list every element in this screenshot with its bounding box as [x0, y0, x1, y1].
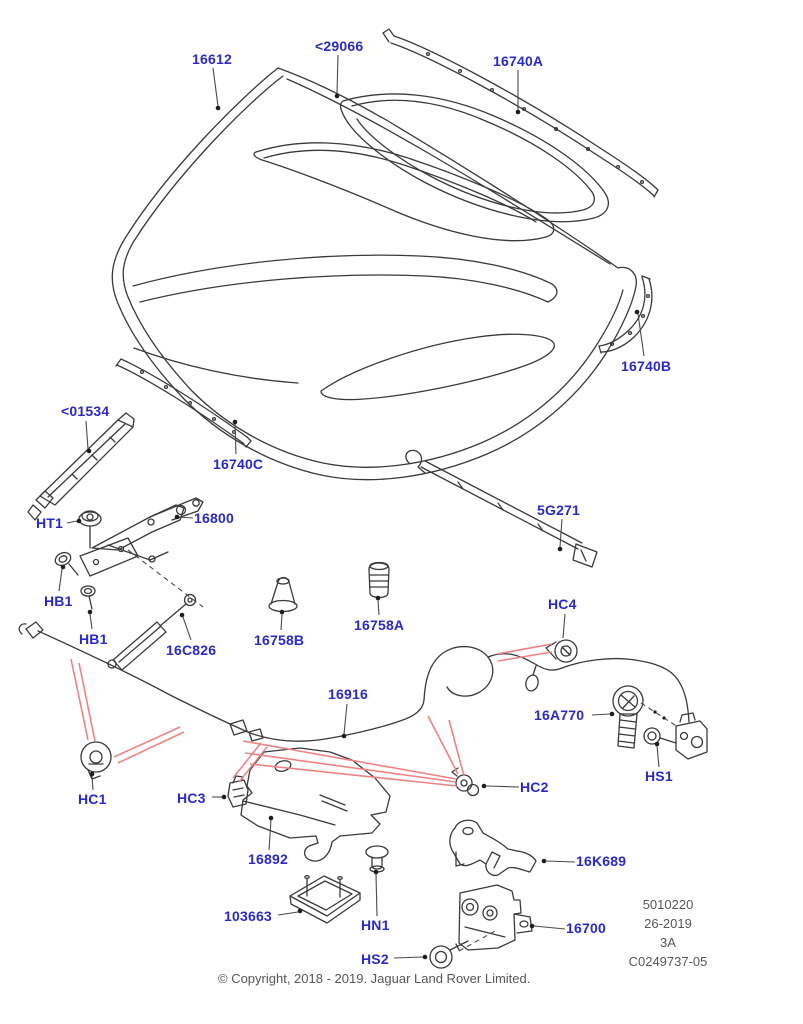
leader-end-dots	[60, 93, 666, 960]
part-label-hb1-lower[interactable]: HB1	[79, 631, 108, 647]
part-label-hs1[interactable]: HS1	[645, 768, 673, 784]
bumper-16758b-drawing	[268, 576, 298, 613]
revision-line-sheet: 3A	[660, 935, 676, 950]
brace-5g271-drawing	[405, 449, 598, 568]
seal-16740a-drawing	[382, 28, 659, 198]
nut-ht1-drawing	[78, 510, 102, 549]
part-label-01534[interactable]: <01534	[61, 403, 110, 419]
bracket-16k689-drawing	[449, 819, 537, 877]
part-label-hc4[interactable]: HC4	[548, 596, 577, 612]
part-label-16612[interactable]: 16612	[192, 51, 232, 67]
handle-16a770-drawing	[612, 685, 644, 749]
red-locator-lines	[70, 643, 553, 787]
part-label-hn1[interactable]: HN1	[361, 917, 390, 933]
bolt-hs2-drawing	[429, 940, 469, 969]
vent-panel-29066-drawing	[339, 93, 609, 223]
bolt-hs1-drawing	[643, 727, 677, 745]
part-label-16892[interactable]: 16892	[248, 851, 288, 867]
hood-panel-drawing	[111, 67, 637, 481]
part-label-16740a[interactable]: 16740A	[493, 53, 544, 69]
part-label-29066[interactable]: <29066	[315, 38, 364, 54]
part-label-hc1[interactable]: HC1	[78, 791, 107, 807]
cable-16916-drawing	[18, 621, 708, 760]
copyright-text: © Copyright, 2018 - 2019. Jaguar Land Ro…	[218, 971, 531, 986]
leader-lines	[58, 54, 660, 959]
part-label-16k689[interactable]: 16K689	[576, 853, 627, 869]
shield-16892-drawing	[240, 747, 391, 862]
hinge-16800-drawing	[79, 497, 204, 577]
part-label-16758a[interactable]: 16758A	[354, 617, 405, 633]
part-label-16a770[interactable]: 16A770	[534, 707, 585, 723]
part-label-16c826[interactable]: 16C826	[166, 642, 217, 658]
revision-line-date: 26-2019	[644, 916, 692, 931]
part-label-16916[interactable]: 16916	[328, 686, 368, 702]
seal-16740c-drawing	[115, 358, 252, 448]
bumper-hn1-drawing	[365, 845, 389, 873]
part-label-hc2[interactable]: HC2	[520, 779, 549, 795]
part-label-16740c[interactable]: 16740C	[213, 456, 264, 472]
revision-line-code: C0249737-05	[628, 954, 708, 969]
part-label-16740b[interactable]: 16740B	[621, 358, 672, 374]
tray-103663-drawing	[289, 874, 361, 924]
revision-line-catalog: 5010220	[642, 897, 694, 912]
reinforcement-01534-drawing	[27, 412, 135, 521]
clip-hc4-drawing	[545, 639, 578, 663]
construction-lines	[127, 549, 679, 952]
part-label-103663[interactable]: 103663	[224, 908, 272, 924]
part-label-hs2[interactable]: HS2	[361, 951, 389, 967]
part-label-16800[interactable]: 16800	[194, 510, 234, 526]
grommet-hc1-drawing	[80, 741, 112, 780]
bumper-16758a-drawing	[368, 561, 390, 599]
part-label-16700[interactable]: 16700	[566, 920, 606, 936]
part-label-hc3[interactable]: HC3	[177, 790, 206, 806]
seal-16740b-drawing	[598, 275, 653, 354]
part-label-5g271[interactable]: 5G271	[537, 502, 581, 518]
strut-16c826-drawing	[107, 593, 197, 671]
part-label-16758b[interactable]: 16758B	[254, 632, 305, 648]
part-label-ht1[interactable]: HT1	[36, 515, 64, 531]
latch-16700-drawing	[458, 884, 533, 951]
clip-hc3-drawing	[227, 775, 249, 808]
part-label-hb1-upper[interactable]: HB1	[44, 593, 73, 609]
bolt-hb1-lower-drawing	[80, 585, 96, 610]
revision-block: 5010220 26-2019 3A C0249737-05	[622, 895, 714, 971]
bolt-hb1-upper-drawing	[54, 551, 79, 576]
